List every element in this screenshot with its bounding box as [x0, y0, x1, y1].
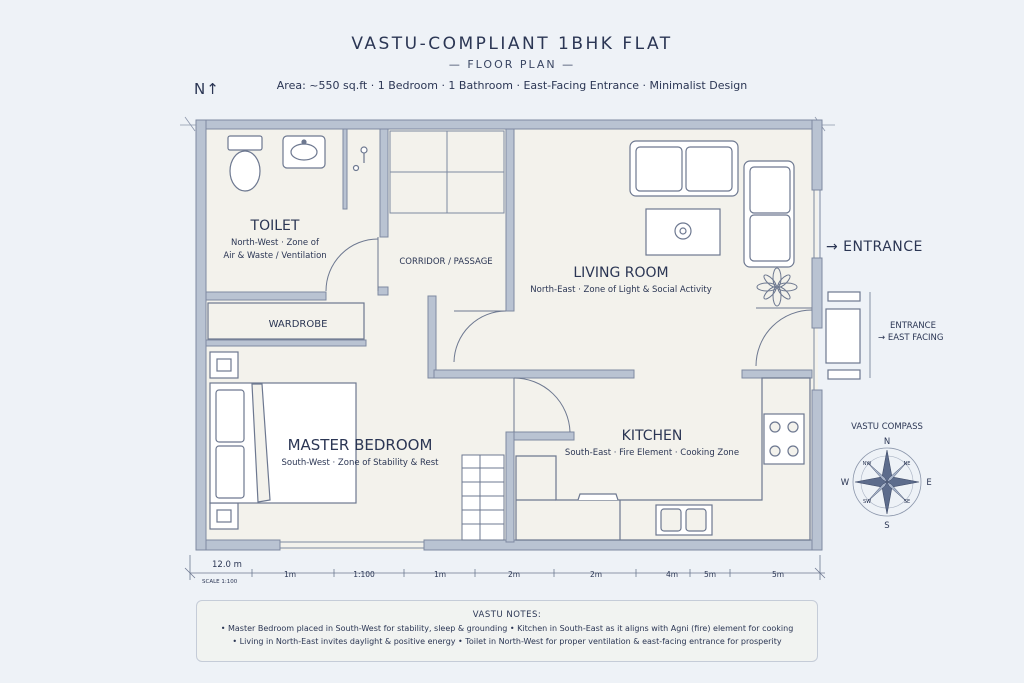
compass-se: SE [904, 499, 910, 505]
scale-bar [184, 555, 826, 580]
scale-tick: 1m [434, 570, 446, 579]
compass-nw: NW [863, 461, 872, 467]
shower-head [360, 146, 368, 154]
wardrobe-label: WARDROBE [269, 319, 328, 330]
toilet-door [325, 237, 379, 292]
east-openings [813, 190, 821, 390]
wc-tank [227, 135, 263, 151]
bedroom-label: MASTER BEDROOM [288, 436, 433, 454]
toilet-label: TOILET [250, 218, 300, 234]
entrance-label-2: → EAST FACING [878, 333, 943, 343]
bedroom-furniture [209, 351, 357, 530]
wc-bowl [229, 150, 261, 192]
outer-walls [195, 119, 823, 551]
compass-sw: SW [863, 499, 871, 505]
kitchen-counters [515, 377, 811, 541]
scale-tick: 1m [284, 570, 296, 579]
living-label: LIVING ROOM [573, 265, 668, 281]
shelf-unit [461, 454, 505, 541]
stove [763, 413, 805, 465]
north-indicator: N↑ [194, 80, 220, 98]
plan-title: VASTU-COMPLIANT 1BHK FLAT [351, 34, 673, 54]
notes-line-1: • Master Bedroom placed in South-West fo… [220, 624, 794, 633]
compass-e: E [926, 478, 931, 488]
living-door [453, 310, 507, 363]
compass-n: N [884, 437, 890, 447]
notes-line-2: • Living in North-East invites daylight … [232, 637, 782, 646]
scale-tick: 5m [704, 570, 716, 579]
scale-ticks: 1m 1:100 1m 2m 2m 4m 5m 5m [284, 570, 784, 579]
living-desc: North-East · Zone of Light & Social Acti… [530, 285, 711, 295]
living-furniture [629, 140, 795, 268]
kitchen-label: KITCHEN [622, 428, 683, 444]
scale-tick: 5m [772, 570, 784, 579]
compass-w: W [841, 478, 850, 488]
bedroom-desc: South-West · Zone of Stability & Rest [282, 458, 440, 468]
notes-title: VASTU NOTES: [472, 610, 542, 620]
vastu-notes-panel: VASTU NOTES: • Master Bedroom placed in … [196, 600, 818, 662]
toilet-desc-1: North-West · Zone of [231, 238, 320, 248]
scale-ratio: SCALE 1:100 [202, 579, 238, 585]
toilet-fixtures [227, 135, 368, 192]
bottom-window [280, 541, 424, 549]
toilet-desc-2: Air & Waste / Ventilation [223, 251, 326, 261]
scale-tick: 4m [666, 570, 678, 579]
interior-walls [205, 128, 813, 543]
compass-ne: NE [904, 461, 911, 467]
compass-icon [852, 447, 922, 517]
wardrobe-box [207, 302, 365, 340]
plan-meta: Area: ~550 sq.ft · 1 Bedroom · 1 Bathroo… [276, 79, 748, 92]
scale-width: 12.0 m [212, 560, 242, 570]
scale-tick: 1:100 [353, 570, 375, 579]
kitchen-door [513, 377, 571, 433]
entrance-door [755, 307, 813, 367]
kitchen-desc: South-East · Fire Element · Cooking Zone [565, 448, 739, 458]
plant-icon [756, 267, 798, 307]
corridor-label: CORRIDOR / PASSAGE [399, 257, 492, 267]
corridor-storage [389, 130, 505, 214]
compass-s: S [884, 521, 889, 531]
compass-title: VASTU COMPASS [851, 422, 923, 432]
scale-tick: 2m [508, 570, 520, 579]
entrance-label-1: ENTRANCE [890, 321, 936, 331]
entrance-main-label: → ENTRANCE [826, 239, 923, 255]
plan-subtitle: — FLOOR PLAN — [448, 58, 576, 71]
scale-tick: 2m [590, 570, 602, 579]
entrance-steps [825, 291, 861, 380]
